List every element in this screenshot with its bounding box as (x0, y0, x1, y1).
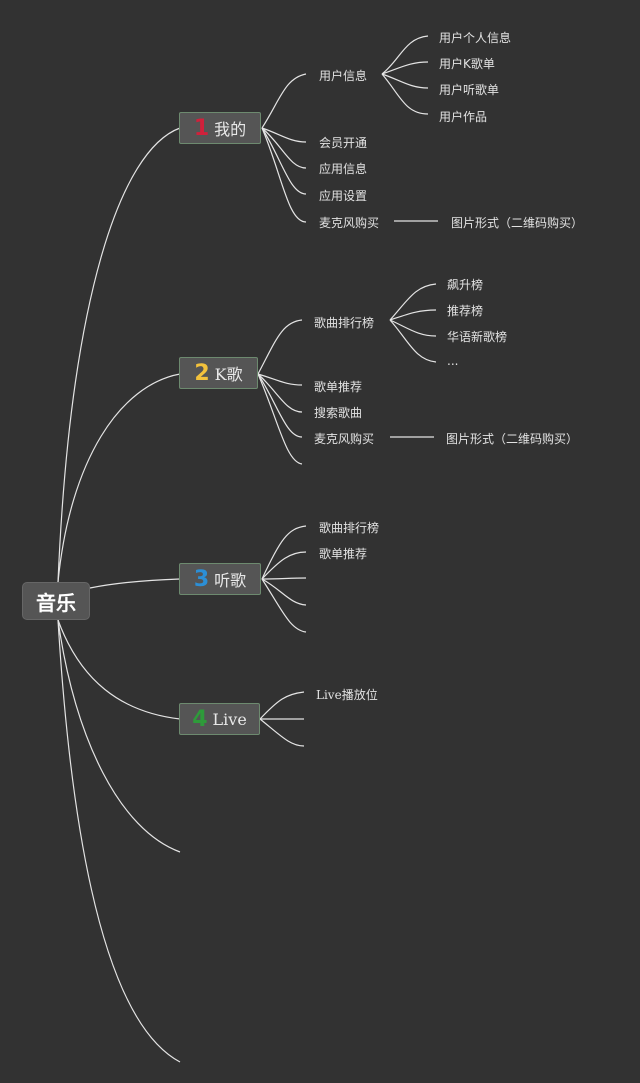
leaf-b2-chart-recommend[interactable]: 推荐榜 (447, 304, 484, 318)
branch-number-3: 3 (193, 566, 210, 592)
leaf-b1-user-info-personal[interactable]: 用户个人信息 (439, 31, 512, 45)
connector-root-empty-6 (57, 619, 181, 1063)
root-label: 音乐 (36, 590, 76, 615)
leaf-b2-song-chart[interactable]: 歌曲排行榜 (314, 316, 375, 330)
branch-2-connectors (257, 283, 437, 465)
branch-1-connectors (261, 35, 438, 223)
leaf-b1-mic-purchase-note[interactable]: 图片形式（二维码购买） (451, 216, 584, 230)
leaf-b1-app-info[interactable]: 应用信息 (319, 162, 368, 176)
connector-root-branch-1 (57, 127, 181, 583)
leaf-b3-song-chart[interactable]: 歌曲排行榜 (319, 521, 380, 535)
branch-number-2: 2 (194, 360, 210, 386)
connector-root-empty-5 (57, 619, 181, 853)
branch-3-connectors (261, 525, 307, 633)
leaf-b1-mic-purchase[interactable]: 麦克风购买 (319, 216, 380, 230)
branch-4-connectors (259, 691, 305, 747)
leaf-b2-mic-purchase-note[interactable]: 图片形式（二维码购买） (446, 432, 579, 446)
leaf-b4-live-slot[interactable]: Live播放位 (316, 688, 378, 702)
leaf-b2-chart-chinese-new[interactable]: 华语新歌榜 (447, 330, 508, 344)
leaf-b1-user-info-ksongs[interactable]: 用户K歌单 (439, 57, 495, 71)
branch-label-4: Live (212, 709, 247, 729)
branch-node-3[interactable]: 3 听歌 (179, 563, 261, 595)
branch-node-1[interactable]: 1 我的 (179, 112, 261, 144)
leaf-b1-membership[interactable]: 会员开通 (319, 136, 368, 150)
leaf-b1-user-info-listen[interactable]: 用户听歌单 (439, 83, 500, 97)
connector-root-branch-3 (89, 578, 181, 589)
leaf-b3-playlist-recommend[interactable]: 歌单推荐 (319, 547, 368, 561)
leaf-b2-search-song[interactable]: 搜索歌曲 (314, 406, 363, 420)
connector-root-branch-4 (57, 619, 181, 720)
branch-label-2: K歌 (214, 365, 243, 384)
root-node[interactable]: 音乐 (22, 582, 90, 620)
leaf-b2-chart-more[interactable]: ... (447, 354, 459, 368)
branch-number-1: 1 (193, 115, 210, 141)
branch-label-3: 听歌 (214, 571, 247, 590)
branch-number-4: 4 (192, 706, 208, 732)
leaf-b2-chart-rising[interactable]: 飙升榜 (447, 278, 484, 292)
leaf-b1-user-info-works[interactable]: 用户作品 (439, 110, 488, 124)
leaf-b1-user-info[interactable]: 用户信息 (319, 69, 368, 83)
branch-node-4[interactable]: 4 Live (179, 703, 260, 735)
leaf-b2-playlist-recommend[interactable]: 歌单推荐 (314, 380, 363, 394)
branch-label-1: 我的 (214, 120, 247, 139)
leaf-b1-app-settings[interactable]: 应用设置 (319, 189, 368, 203)
leaf-b2-mic-purchase[interactable]: 麦克风购买 (314, 432, 375, 446)
branch-node-2[interactable]: 2 K歌 (179, 357, 258, 389)
connector-root-branch-2 (57, 373, 181, 583)
